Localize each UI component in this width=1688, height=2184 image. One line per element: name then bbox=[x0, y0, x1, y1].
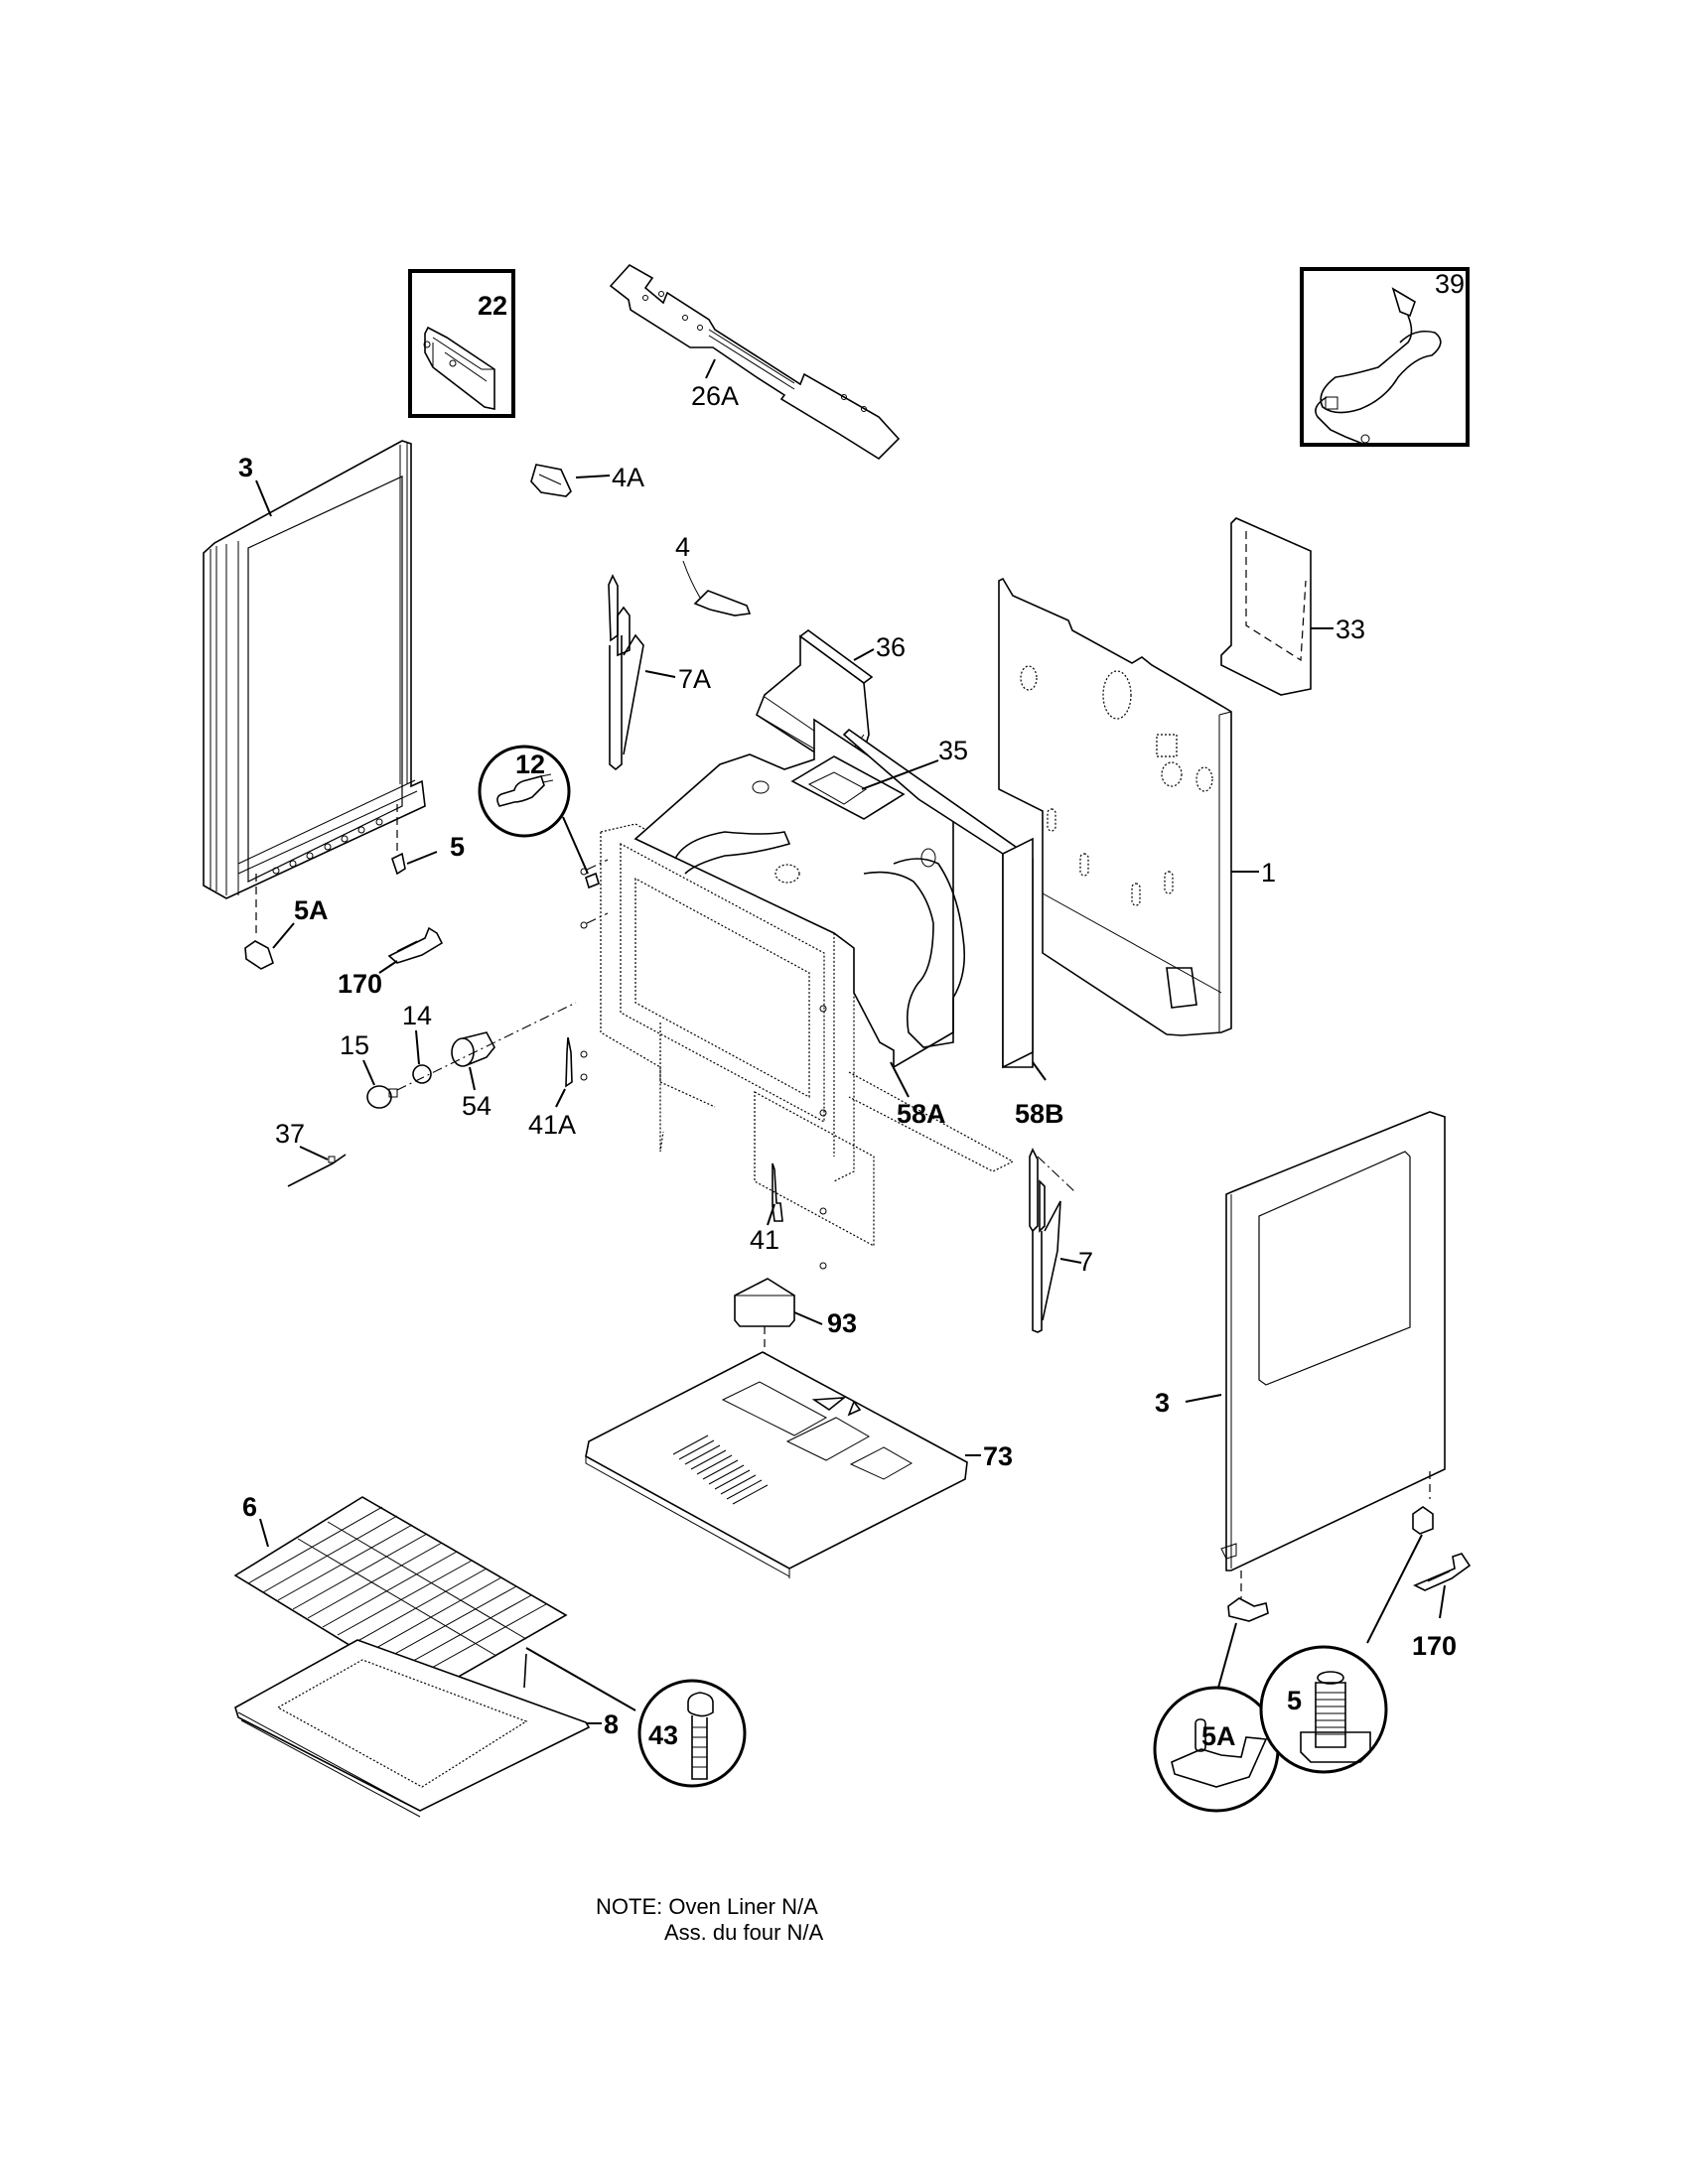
note-line-1: NOTE: Oven Liner N/A bbox=[596, 1894, 818, 1919]
note-line-2: Ass. du four N/A bbox=[664, 1920, 824, 1945]
part-170-right: 170 bbox=[1412, 1553, 1472, 1661]
callout-170-left: 170 bbox=[338, 969, 382, 999]
callout-12: 12 bbox=[515, 750, 545, 779]
part-93-block: 93 bbox=[734, 1278, 857, 1380]
callout-39: 39 bbox=[1435, 269, 1465, 299]
part-41-clip: 41 bbox=[750, 1162, 783, 1255]
part-7-rack-support: 7 bbox=[1029, 1148, 1093, 1333]
callout-35: 35 bbox=[938, 736, 968, 765]
callout-7A: 7A bbox=[678, 664, 711, 694]
part-5-right-leveler bbox=[1366, 1506, 1434, 1644]
part-170-left: 170 bbox=[338, 926, 444, 999]
part-37-wire: 37 bbox=[275, 1119, 347, 1187]
part-54-lens: 54 bbox=[451, 1031, 495, 1121]
callout-93: 93 bbox=[827, 1308, 857, 1338]
part-41A-clip: 41A bbox=[528, 1036, 576, 1140]
part-26A-top-bracket: 26A bbox=[609, 263, 901, 461]
part-36-vent-duct: 36 bbox=[756, 629, 906, 768]
part-5A-right-inset: 5A bbox=[1153, 1686, 1280, 1813]
callout-41: 41 bbox=[750, 1225, 779, 1255]
callout-170-right: 170 bbox=[1412, 1631, 1457, 1661]
part-22-inset: 22 bbox=[408, 269, 515, 418]
part-4-clip: 4 bbox=[675, 532, 752, 616]
callout-7: 7 bbox=[1078, 1247, 1093, 1277]
callout-58B: 58B bbox=[1015, 1099, 1064, 1129]
note: NOTE: Oven Liner N/A Ass. du four N/A bbox=[596, 1894, 823, 1946]
part-5A-right-foot bbox=[1217, 1597, 1269, 1689]
callout-41A: 41A bbox=[528, 1110, 576, 1140]
part-15-bulb: 15 bbox=[340, 1030, 398, 1109]
cavity-screws bbox=[580, 859, 827, 1270]
callout-37: 37 bbox=[275, 1119, 305, 1149]
callout-22: 22 bbox=[478, 291, 507, 321]
callout-15: 15 bbox=[340, 1030, 369, 1060]
callout-8: 8 bbox=[604, 1709, 619, 1739]
part-5A-left: 5A bbox=[244, 895, 329, 970]
part-43-inset: 43 bbox=[523, 1647, 747, 1788]
part-39-inset: 39 bbox=[1300, 267, 1470, 447]
part-3-right-side-panel: 3 bbox=[1155, 1111, 1446, 1571]
callout-5A-right: 5A bbox=[1201, 1721, 1236, 1751]
part-14-socket: 14 bbox=[402, 1001, 432, 1084]
callout-3-left: 3 bbox=[238, 453, 253, 482]
callout-58A: 58A bbox=[897, 1099, 946, 1129]
part-1-back-panel: 1 bbox=[998, 577, 1276, 1036]
callout-33: 33 bbox=[1336, 614, 1365, 644]
callout-5-right: 5 bbox=[1287, 1686, 1302, 1715]
part-5-left: 5 bbox=[391, 832, 465, 876]
rack-wires bbox=[247, 1506, 547, 1680]
part-8-broil-pan: 8 bbox=[234, 1639, 619, 1818]
callout-43: 43 bbox=[648, 1720, 678, 1750]
oven-cavity bbox=[600, 823, 1015, 1248]
vent-slots bbox=[672, 1434, 769, 1505]
part-73-bottom-plate: 73 bbox=[585, 1351, 1013, 1578]
callout-5A-left: 5A bbox=[294, 895, 329, 925]
callout-5-left: 5 bbox=[450, 832, 465, 862]
part-7A-rack-support: 7A bbox=[608, 574, 711, 771]
callout-4A: 4A bbox=[612, 463, 644, 492]
part-5-right-inset: 5 bbox=[1259, 1645, 1388, 1774]
callout-4: 4 bbox=[675, 532, 690, 562]
callout-54: 54 bbox=[462, 1091, 492, 1121]
callout-14: 14 bbox=[402, 1001, 432, 1030]
part-12-inset: 12 bbox=[478, 745, 600, 889]
part-33-rear-cover: 33 bbox=[1220, 517, 1365, 696]
callout-26A: 26A bbox=[691, 381, 739, 411]
callout-3-right: 3 bbox=[1155, 1388, 1170, 1418]
callout-6: 6 bbox=[242, 1492, 257, 1522]
part-35-plate: 35 bbox=[790, 736, 968, 820]
part-4A-clip: 4A bbox=[530, 463, 644, 497]
callout-73: 73 bbox=[983, 1441, 1013, 1471]
callout-1: 1 bbox=[1261, 858, 1276, 887]
callout-36: 36 bbox=[876, 632, 906, 662]
part-3-left-side-panel: 3 bbox=[203, 440, 426, 899]
